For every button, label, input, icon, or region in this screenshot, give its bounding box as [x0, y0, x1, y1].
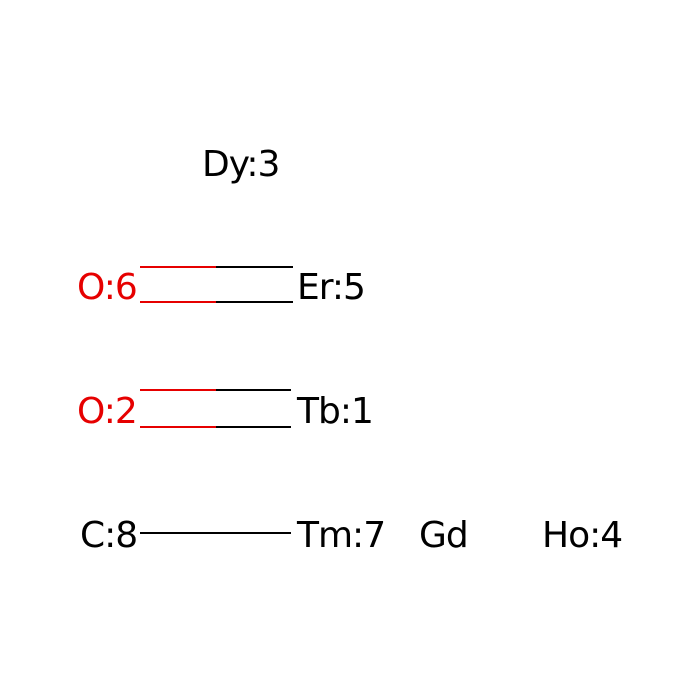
atom-o6-label: O:6	[77, 267, 137, 308]
atom-tb1-label: Tb:1	[296, 391, 373, 432]
atom-tm7-label: Tm:7	[296, 515, 385, 556]
bond-o2-tb1	[140, 389, 291, 428]
atom-gd-label: Gd	[419, 515, 468, 556]
bond-o6-er5	[140, 266, 293, 303]
atom-dy3-label: Dy:3	[202, 144, 279, 185]
atom-o2-label: O:2	[77, 391, 137, 432]
atom-er5-label: Er:5	[297, 267, 365, 308]
atom-c8-label: C:8	[80, 515, 137, 556]
atom-ho4-label: Ho:4	[542, 515, 622, 556]
